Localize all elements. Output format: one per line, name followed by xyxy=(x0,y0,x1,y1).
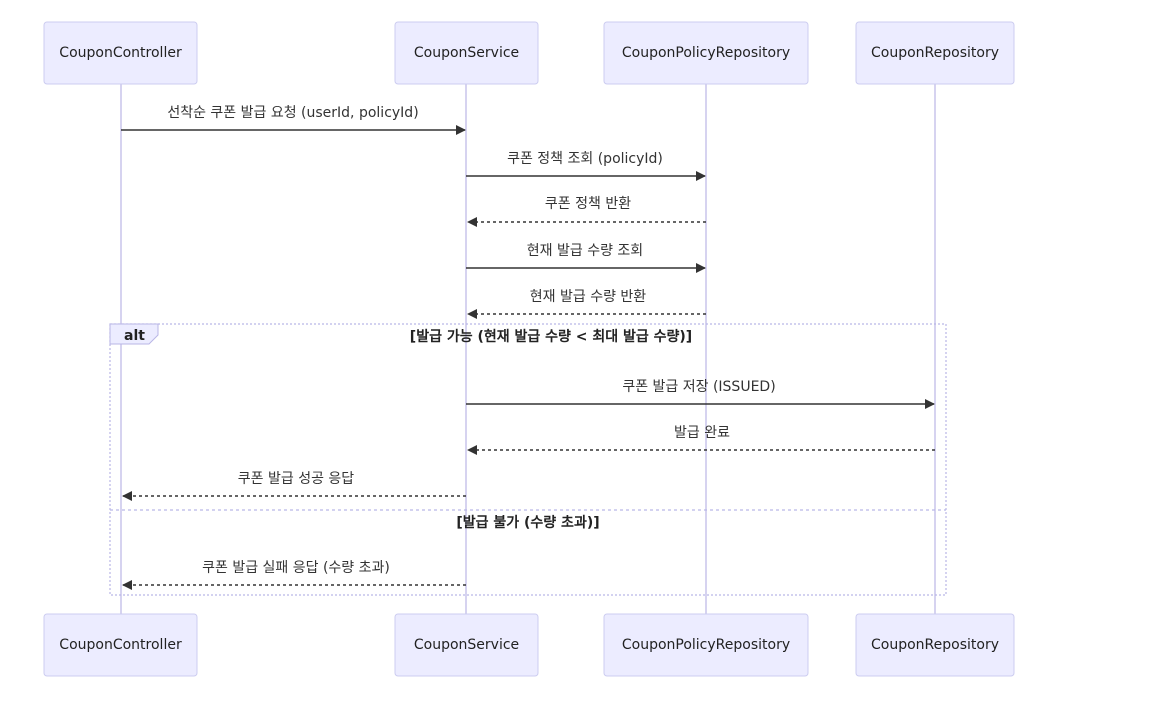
message-label: 선착순 쿠폰 발급 요청 (userId, policyId) xyxy=(167,105,418,121)
actor-label: CouponPolicyRepository xyxy=(622,637,790,653)
actor-label: CouponService xyxy=(414,637,519,653)
alt-condition-1: [발급 가능 (현재 발급 수량 < 최대 발급 수량)] xyxy=(410,328,692,345)
message-5: 현재 발급 수량 반환 xyxy=(467,289,706,319)
actor-label: CouponController xyxy=(59,45,182,61)
alt-frame xyxy=(109,323,947,596)
message-label: 쿠폰 발급 실패 응답 (수량 초과) xyxy=(202,560,390,576)
actor-bottom-coupon-service: CouponService xyxy=(394,613,539,677)
message-1: 선착순 쿠폰 발급 요청 (userId, policyId) xyxy=(121,105,466,135)
alt-tab xyxy=(109,323,159,345)
actor-top-coupon-repository: CouponRepository xyxy=(855,21,1015,85)
message-label: 현재 발급 수량 반환 xyxy=(530,289,647,305)
message-6: 쿠폰 발급 저장 (ISSUED) xyxy=(466,379,935,409)
actor-label: CouponRepository xyxy=(871,45,999,61)
message-label: 쿠폰 정책 반환 xyxy=(545,196,631,212)
message-7: 발급 완료 xyxy=(467,425,935,455)
message-3: 쿠폰 정책 반환 xyxy=(467,196,706,227)
message-8: 쿠폰 발급 성공 응답 xyxy=(122,471,466,501)
message-label: 발급 완료 xyxy=(674,425,730,441)
message-label: 쿠폰 정책 조회 (policyId) xyxy=(507,151,663,167)
actor-top-coupon-policy-repository: CouponPolicyRepository xyxy=(603,21,809,85)
actor-label: CouponRepository xyxy=(871,637,999,653)
message-4: 현재 발급 수량 조회 xyxy=(466,243,706,273)
actor-top-coupon-service: CouponService xyxy=(394,21,539,85)
actor-bottom-coupon-controller: CouponController xyxy=(43,613,198,677)
message-label: 현재 발급 수량 조회 xyxy=(527,243,643,259)
message-label: 쿠폰 발급 성공 응답 xyxy=(238,471,355,487)
actor-top-coupon-controller: CouponController xyxy=(43,21,198,85)
actor-bottom-coupon-repository: CouponRepository xyxy=(855,613,1015,677)
actor-label: CouponService xyxy=(414,45,519,61)
actor-label: CouponController xyxy=(59,637,182,653)
alt-keyword: alt xyxy=(124,328,145,344)
alt-condition-2: [발급 불가 (수량 초과)] xyxy=(456,514,599,531)
actor-label: CouponPolicyRepository xyxy=(622,45,790,61)
message-2: 쿠폰 정책 조회 (policyId) xyxy=(466,151,706,181)
actor-bottom-coupon-policy-repository: CouponPolicyRepository xyxy=(603,613,809,677)
message-9: 쿠폰 발급 실패 응답 (수량 초과) xyxy=(122,560,466,590)
message-label: 쿠폰 발급 저장 (ISSUED) xyxy=(622,379,775,395)
